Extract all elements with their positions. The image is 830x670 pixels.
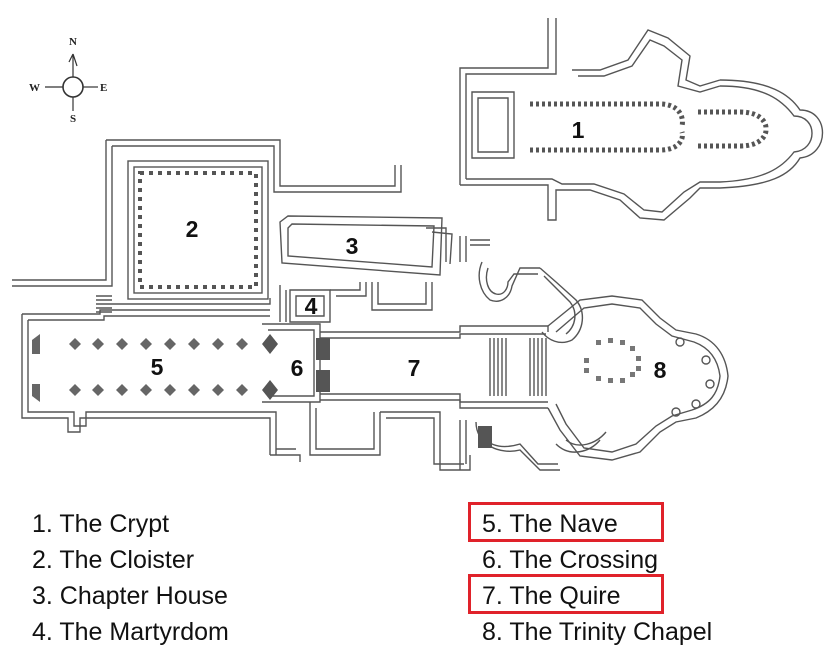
compass-south: S bbox=[70, 113, 76, 125]
label-martyrdom: 4 bbox=[305, 293, 318, 319]
nave-pier-icon bbox=[188, 338, 200, 350]
crossing-piers bbox=[316, 338, 330, 392]
nave-pier-icon bbox=[92, 384, 104, 396]
martyrdom-outline bbox=[279, 282, 433, 323]
highlight-box-nave bbox=[468, 502, 664, 542]
label-crypt: 1 bbox=[572, 117, 585, 143]
label-chapter-house: 3 bbox=[346, 233, 359, 259]
crypt-inner-columns bbox=[530, 101, 769, 153]
nave-pier-group bbox=[69, 338, 248, 396]
nave-pier-icon bbox=[212, 384, 224, 396]
nave-pier-icon bbox=[116, 384, 128, 396]
label-crossing: 6 bbox=[291, 355, 304, 381]
chapter-house-outline bbox=[279, 215, 453, 276]
nave-pier-icon bbox=[69, 384, 81, 396]
label-trinity-chapel: 8 bbox=[654, 357, 667, 383]
legend-right: 5. The Nave 6. The Crossing 7. The Quire… bbox=[482, 506, 712, 650]
trinity-chapel-columns bbox=[584, 338, 641, 383]
compass-rose: N S W E bbox=[29, 36, 107, 125]
compass-north: N bbox=[69, 36, 77, 48]
quire-outline bbox=[320, 325, 549, 409]
label-nave: 5 bbox=[151, 354, 164, 380]
legend-item-nave: 5. The Nave bbox=[482, 510, 618, 538]
legend-item-quire: 7. The Quire bbox=[482, 582, 621, 610]
nave-pier-icon bbox=[116, 338, 128, 350]
trinity-chapel-ambulatory-piers bbox=[671, 337, 715, 417]
label-cloister: 2 bbox=[186, 216, 199, 242]
south-chapel-pier bbox=[478, 426, 492, 448]
nave-pier-icon bbox=[164, 338, 176, 350]
highlight-box-quire bbox=[468, 574, 664, 614]
nave-pier-icon bbox=[69, 338, 81, 350]
legend-item-crossing: 6. The Crossing bbox=[482, 546, 659, 574]
compass-west: W bbox=[29, 82, 40, 94]
compass-east: E bbox=[100, 82, 107, 94]
legend-item-cloister: 2. The Cloister bbox=[32, 546, 195, 574]
nave-pier-icon bbox=[92, 338, 104, 350]
nave-outline bbox=[21, 309, 301, 462]
nave-pier-icon bbox=[236, 384, 248, 396]
label-quire: 7 bbox=[408, 355, 421, 381]
legend-item-trinity-chapel: 8. The Trinity Chapel bbox=[482, 618, 713, 646]
legend-item-crypt: 1. The Crypt bbox=[32, 510, 170, 538]
nave-pier-icon bbox=[236, 338, 248, 350]
south-transept bbox=[309, 402, 471, 471]
nave-pier-icon bbox=[164, 384, 176, 396]
nave-pier-icon bbox=[212, 338, 224, 350]
crypt-outline bbox=[459, 18, 824, 221]
crossing-diamond-piers bbox=[262, 334, 278, 400]
crossing-outline bbox=[262, 323, 321, 403]
cloister-steps bbox=[96, 295, 112, 313]
nave-piers bbox=[32, 334, 40, 402]
north-arrow-icon bbox=[68, 53, 78, 77]
nave-pier-icon bbox=[188, 384, 200, 396]
nave-pier-icon bbox=[140, 338, 152, 350]
legend-left: 1. The Crypt 2. The Cloister 3. Chapter … bbox=[32, 506, 229, 650]
nave-pier-icon bbox=[140, 384, 152, 396]
compass-circle-icon bbox=[62, 76, 84, 98]
legend-item-chapter-house: 3. Chapter House bbox=[32, 582, 228, 610]
cloister-outline bbox=[12, 139, 402, 300]
legend-item-martyrdom: 4. The Martyrdom bbox=[32, 618, 229, 646]
cloister-south-wall bbox=[112, 298, 271, 305]
quire-steps bbox=[489, 338, 547, 396]
cloister-arcade bbox=[138, 171, 258, 289]
